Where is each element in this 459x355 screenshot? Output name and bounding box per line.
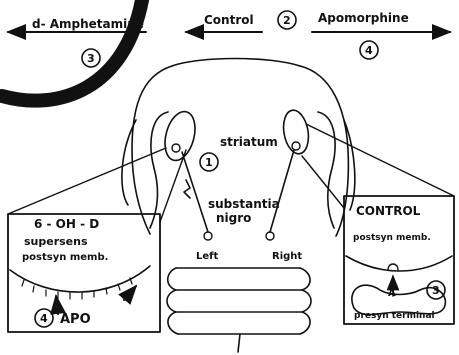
- arrow-control-label: Control: [204, 13, 254, 27]
- rotation-arc: [2, 0, 142, 101]
- left-striatum-dot: [172, 144, 180, 152]
- number-1: 1: [205, 156, 213, 169]
- rat-tail: [238, 334, 240, 352]
- substantia-label: substantia: [208, 197, 280, 211]
- left-inset-line2: postsyn memb.: [22, 252, 108, 263]
- right-inset-line2: presyn terminal: [354, 311, 435, 321]
- left-membrane: [10, 266, 150, 292]
- lesion-mark: [184, 180, 190, 198]
- left-apo-arrow-2: [124, 286, 136, 300]
- number-4-inset: 4: [40, 312, 48, 325]
- left-side-label: Left: [196, 251, 219, 262]
- number-2: 2: [283, 14, 291, 27]
- arrow-right-label: Apomorphine: [318, 11, 409, 25]
- right-inset-title: CONTROL: [356, 204, 421, 218]
- left-striatum-oval: [160, 108, 200, 164]
- nigra-label: nigro: [216, 211, 251, 225]
- left-receptors: [22, 278, 132, 299]
- arrow-left-label: d- Amphetamine: [32, 17, 144, 31]
- rat-left-ear: [122, 120, 136, 205]
- left-apo-arrow: [56, 296, 58, 314]
- right-striatum-dot: [292, 142, 300, 150]
- right-inset-line1: postsyn memb.: [353, 233, 431, 243]
- left-nigra-dot: [204, 232, 212, 240]
- number-3-inset: 3: [432, 284, 440, 297]
- left-inset-connector: [8, 148, 186, 222]
- left-inset-title: 6 - OH - D: [34, 217, 99, 231]
- number-3-top: 3: [87, 52, 95, 65]
- right-membrane: [346, 256, 452, 271]
- receptor-cup: [388, 264, 398, 270]
- rat-body: [167, 268, 311, 334]
- rat-body-segments: [176, 268, 302, 334]
- number-4-top: 4: [365, 44, 373, 57]
- striatum-label: striatum: [220, 135, 278, 149]
- rat-head-top: [172, 59, 300, 67]
- right-nigra-dot: [266, 232, 274, 240]
- right-side-label: Right: [272, 251, 302, 262]
- apo-label: APO: [60, 312, 91, 327]
- left-inset-line1: supersens: [24, 235, 88, 248]
- right-pathway: [270, 150, 294, 232]
- right-striatum-oval: [280, 108, 311, 155]
- receptor-label: A: [388, 288, 396, 299]
